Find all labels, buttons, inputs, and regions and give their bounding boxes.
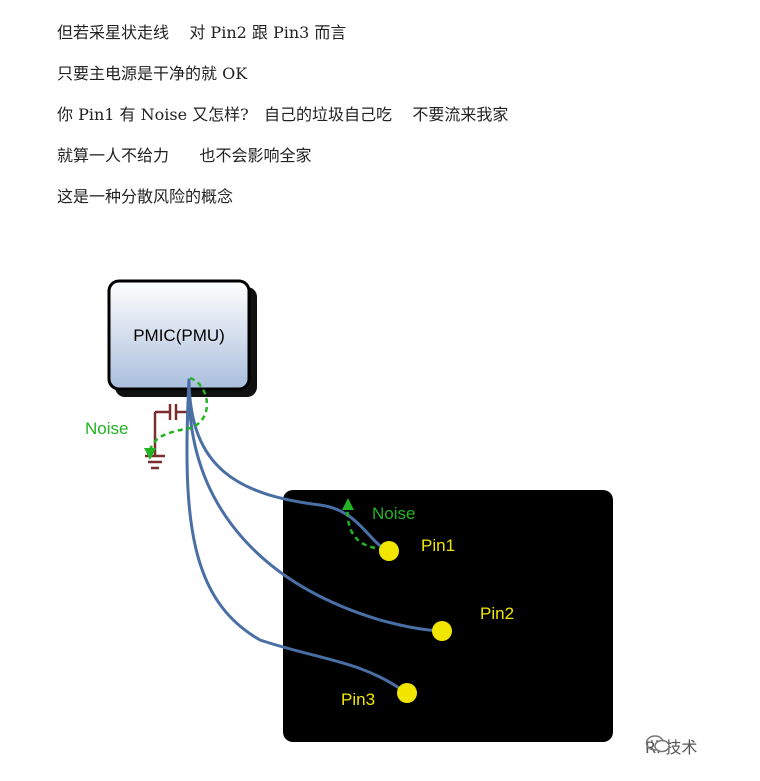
- pin2-label: Pin2: [480, 604, 514, 623]
- trace-pin1: [187, 378, 390, 552]
- paragraph-5: 这是一种分散风险的概念: [57, 187, 234, 206]
- noise-paths: [148, 376, 385, 551]
- pcb-board: [283, 490, 613, 742]
- pin3-dot: [397, 683, 417, 703]
- trace-pin2: [187, 378, 443, 633]
- pmic-box: [107, 279, 251, 391]
- pin3-label: Pin3: [341, 690, 375, 709]
- article-text: 但若采星状走线 对 Pin2 跟 Pin3 而言 只要主电源是干净的就 OK 你…: [57, 18, 508, 223]
- noise-label-pmic: Noise: [85, 419, 128, 438]
- star-traces: [185, 378, 443, 694]
- pmic-label: PMIC(PMU): [133, 326, 225, 345]
- pin1-label: Pin1: [421, 536, 455, 555]
- paragraph-2: 只要主电源是干净的就 OK: [57, 64, 248, 83]
- trace-pin3: [185, 378, 407, 694]
- noise-arrow-down-icon: [144, 448, 156, 460]
- decoupling-capacitor: [153, 404, 188, 456]
- ground-icon: [145, 454, 165, 470]
- watermark: RF技术: [645, 734, 697, 758]
- noise-path-pin1: [346, 504, 385, 551]
- noise-path-pmic: [148, 376, 209, 451]
- noise-arrow-up-icon: [342, 498, 354, 510]
- paragraph-4: 就算一人不给力 也不会影响全家: [57, 146, 312, 165]
- wechat-icon: [645, 735, 670, 753]
- paragraph-1: 但若采星状走线 对 Pin2 跟 Pin3 而言: [57, 23, 347, 42]
- noise-label-pin1: Noise: [372, 504, 415, 523]
- paragraph-3: 你 Pin1 有 Noise 又怎样? 自己的垃圾自己吃 不要流来我家: [57, 105, 509, 124]
- pin1-dot: [379, 541, 399, 561]
- pin2-dot: [432, 621, 452, 641]
